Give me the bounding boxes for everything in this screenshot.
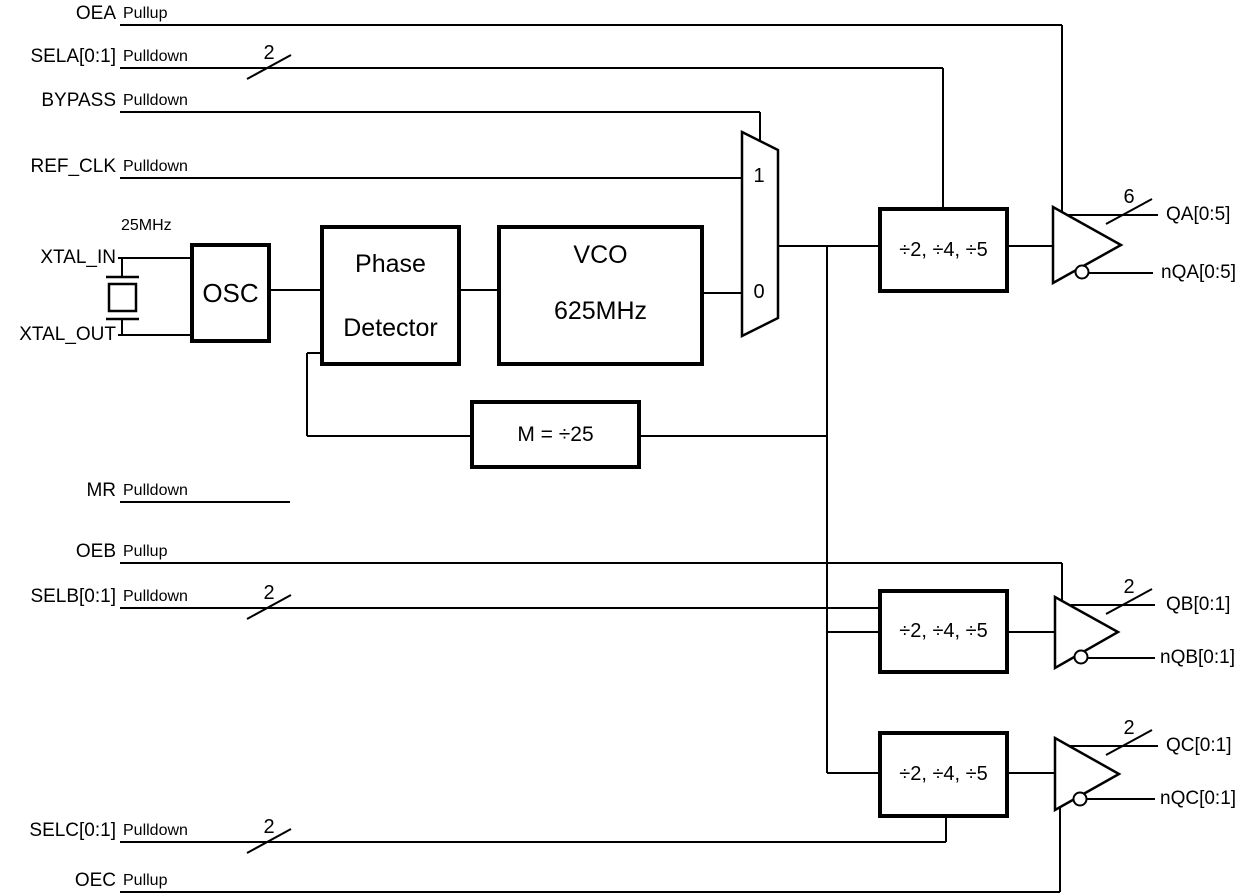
sela-pull-label: Pulldown [123,48,188,65]
phase-detector-block: Phase Detector [320,225,461,366]
vco-block: VCO 625MHz [497,225,704,366]
selb-bus-slash [246,594,292,620]
divider-c-block: ÷2, ÷4, ÷5 [878,731,1009,818]
pin-xtal-in: XTAL_IN [40,247,116,268]
vco-line2: 625MHz [553,297,648,325]
pin-nqa: nQA[0:5] [1161,262,1236,283]
selc-bus-slash [246,828,292,854]
qa-bus-slash [1105,198,1153,225]
selc-bus-width: 2 [263,816,275,838]
pin-selc: SELC[0:1] [29,820,116,841]
selc-pull-label: Pulldown [123,822,188,839]
pin-selb: SELB[0:1] [30,586,116,607]
pin-oea: OEA [75,3,116,24]
crystal-icon [107,282,138,313]
mr-pull-label: Pulldown [123,482,188,499]
selb-pull-label: Pulldown [123,588,188,605]
crystal-frequency-label: 25MHz [121,217,172,234]
divider-b-label: ÷2, ÷4, ÷5 [899,620,988,642]
buffer-a-triangle [1051,204,1124,286]
pin-mr: MR [86,480,116,501]
pin-oeb: OEB [75,541,116,562]
phase-detector-line1: Phase [355,249,426,278]
sela-bus-slash [246,54,292,80]
qc-bus-width: 2 [1123,717,1135,739]
vco-line1: VCO [573,241,628,269]
buffer-a-invert-bubble [1074,264,1090,280]
divider-a-block: ÷2, ÷4, ÷5 [878,207,1009,293]
mux-input-0-label: 0 [753,281,765,303]
osc-block-label: OSC [202,278,259,308]
sela-bus-width: 2 [263,42,275,64]
feedback-divider-label: M = ÷25 [517,422,594,446]
pin-sela: SELA[0:1] [30,46,116,67]
qa-bus-width: 6 [1123,186,1135,208]
buffer-b-invert-bubble [1073,649,1089,665]
phase-detector-label: Phase Detector [343,248,437,344]
buffer-c-triangle [1053,735,1122,813]
buffer-b-triangle [1053,594,1121,671]
selb-bus-width: 2 [263,582,275,604]
mux-input-1-label: 1 [753,165,765,187]
bypass-mux-shape [740,129,780,339]
oec-pull-label: Pullup [123,872,168,889]
pin-xtal-out: XTAL_OUT [19,324,116,345]
qb-bus-width: 2 [1123,576,1135,598]
pin-ref-clk: REF_CLK [30,156,116,177]
vco-label: VCO 625MHz [554,229,647,325]
pin-qb: QB[0:1] [1166,594,1231,615]
pin-qa: QA[0:5] [1166,204,1231,225]
qc-bus-slash [1105,729,1153,756]
divider-c-label: ÷2, ÷4, ÷5 [899,763,988,785]
pin-oec: OEC [74,870,116,891]
phase-detector-line2: Detector [343,313,438,342]
buffer-c-invert-bubble [1072,791,1088,807]
pin-nqc: nQC[0:1] [1160,788,1237,809]
feedback-divider-block: M = ÷25 [470,400,641,469]
divider-a-label: ÷2, ÷4, ÷5 [899,238,988,261]
bypass-pull-label: Pulldown [123,92,188,109]
refclk-pull-label: Pulldown [123,158,188,175]
osc-block: OSC [190,243,271,343]
divider-b-block: ÷2, ÷4, ÷5 [878,589,1009,674]
qb-bus-slash [1105,588,1153,615]
oea-pull-label: Pullup [123,5,168,22]
pin-qc: QC[0:1] [1166,735,1232,756]
pin-nqb: nQB[0:1] [1160,647,1235,668]
oeb-pull-label: Pullup [123,543,168,560]
pin-bypass: BYPASS [41,90,116,111]
